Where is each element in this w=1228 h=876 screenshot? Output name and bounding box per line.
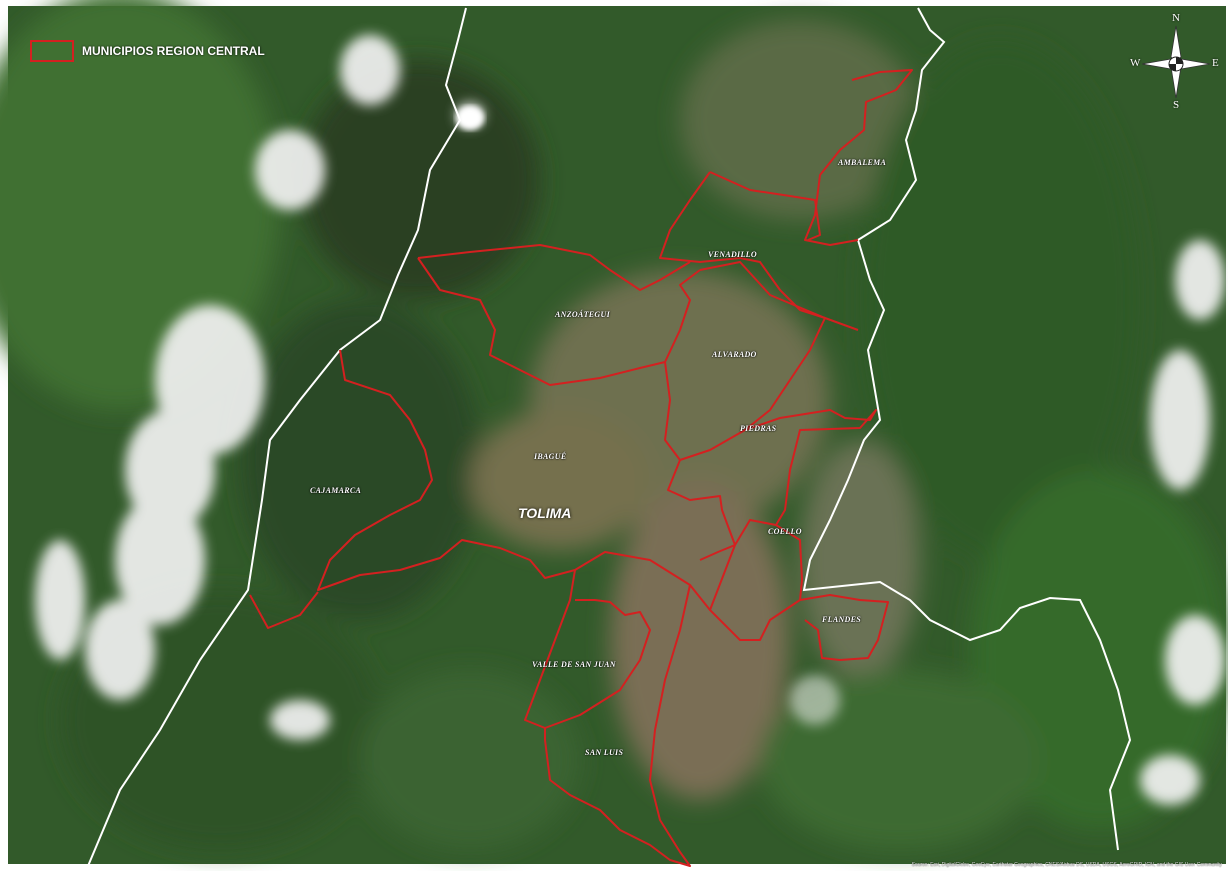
legend-swatch: [30, 40, 74, 62]
compass-rose-icon: N S E W: [1128, 12, 1224, 111]
venadillo-boundary: [659, 171, 859, 331]
label-alvarado: ALVARADO: [712, 350, 757, 359]
map-credits: Source: Esri, DigitalGlobe, GeoEye, Eart…: [911, 862, 1222, 868]
compass-south: S: [1173, 99, 1180, 111]
compass-north: N: [1172, 12, 1180, 24]
label-valle-de-san-juan: VALLE DE SAN JUAN: [532, 660, 616, 669]
label-piedras: PIEDRAS: [740, 424, 777, 433]
valle-de-san-juan-boundary: [524, 569, 651, 729]
label-flandes: FLANDES: [822, 615, 861, 624]
map-legend: MUNICIPIOS REGION CENTRAL: [30, 40, 265, 62]
label-san-luis: SAN LUIS: [585, 748, 624, 757]
label-anzoategui: ANZOÁTEGUI: [555, 310, 611, 319]
terrain-texture: [0, 0, 1228, 850]
coello-boundary: [709, 524, 803, 641]
ambalema-boundary: [804, 69, 913, 246]
nevado-snowcap: [456, 106, 484, 130]
cajamarca-boundary: [249, 591, 319, 629]
compass-graphic: [1141, 25, 1211, 99]
label-cajamarca: CAJAMARCA: [310, 486, 362, 495]
legend-label: MUNICIPIOS REGION CENTRAL: [82, 44, 265, 58]
ibague-boundary: [317, 349, 736, 611]
label-department: TOLIMA: [518, 505, 572, 521]
label-coello: COELLO: [768, 527, 802, 536]
compass-east: E: [1212, 57, 1219, 69]
alvarado-boundary: [664, 261, 826, 461]
municipality-boundaries: [249, 69, 913, 867]
compass-west: W: [1130, 57, 1141, 69]
label-venadillo: VENADILLO: [708, 250, 757, 259]
san-luis-boundary: [544, 584, 691, 867]
anzoategui-boundary: [417, 244, 701, 386]
label-ibague: IBAGUÉ: [534, 452, 567, 461]
cloud-cover: [35, 35, 1225, 805]
flandes-boundary: [799, 594, 889, 661]
label-ambalema: AMBALEMA: [838, 158, 887, 167]
